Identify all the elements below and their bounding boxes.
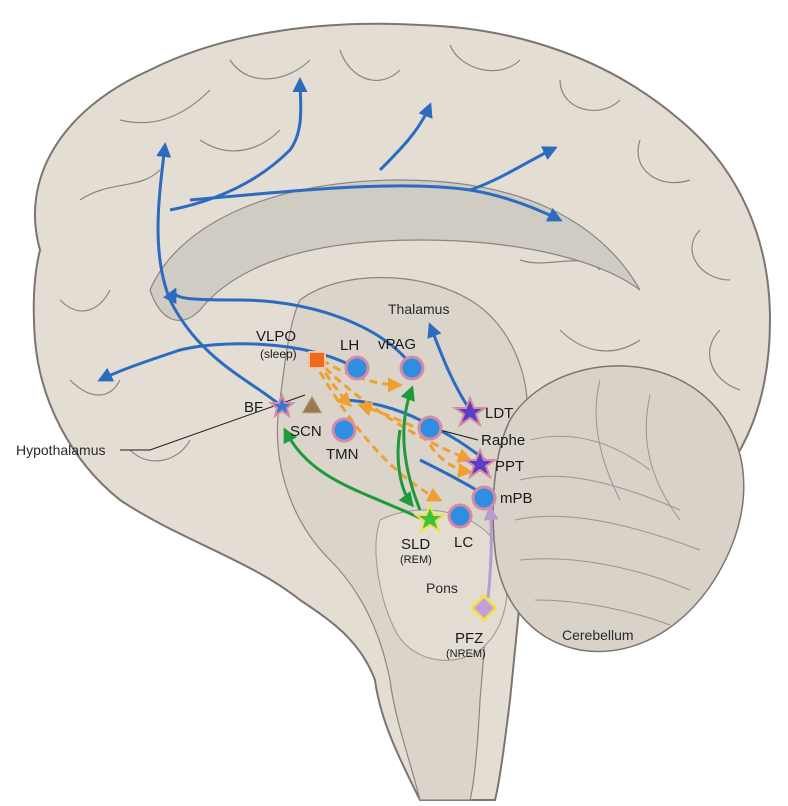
sld-label: SLD: [401, 536, 430, 553]
node-ppt: [461, 447, 499, 480]
cerebellum: [492, 365, 745, 653]
corpus-callosum: [149, 179, 641, 321]
hypothalamus-pointer: [120, 394, 306, 451]
hypothalamus-label: Hypothalamus: [16, 442, 106, 458]
thalamus-label: Thalamus: [388, 301, 449, 317]
node-lh: [344, 355, 370, 381]
bf-label: BF: [244, 399, 263, 416]
node-lc: [447, 503, 473, 529]
node-sld: [413, 503, 447, 534]
sld-state-label: (REM): [400, 554, 432, 566]
ppt-label: PPT: [495, 458, 524, 475]
node-bf: [268, 392, 296, 419]
pfz-label: PFZ: [455, 630, 483, 647]
lh-label: LH: [340, 337, 359, 354]
vpag-label: vPAG: [378, 336, 416, 353]
node-tmn: [331, 417, 357, 443]
tmn-label: TMN: [326, 446, 359, 463]
mpb-label: mPB: [500, 490, 533, 507]
vlpo-state-label: (sleep): [260, 347, 297, 361]
ldt-label: LDT: [485, 405, 513, 422]
node-mpb: [471, 485, 497, 511]
raphe-pointer: [439, 429, 479, 441]
lc-label: LC: [454, 534, 473, 551]
scn-label: SCN: [290, 423, 322, 440]
cerebellum-label: Cerebellum: [562, 627, 634, 643]
node-vlpo: [308, 351, 326, 369]
pfz-state-label: (NREM): [446, 648, 486, 660]
nrem-pathway: [483, 505, 499, 599]
node-scn: [301, 395, 323, 414]
node-ldt: [451, 395, 489, 428]
node-vpag: [399, 355, 425, 381]
rem-pathways: [283, 385, 422, 520]
arousal-projections: [97, 77, 563, 497]
vlpo-label: VLPO: [256, 328, 296, 345]
node-raphe: [417, 415, 443, 441]
raphe-label: Raphe: [481, 432, 525, 449]
node-pfz: [469, 593, 499, 623]
pons-label: Pons: [426, 580, 458, 596]
